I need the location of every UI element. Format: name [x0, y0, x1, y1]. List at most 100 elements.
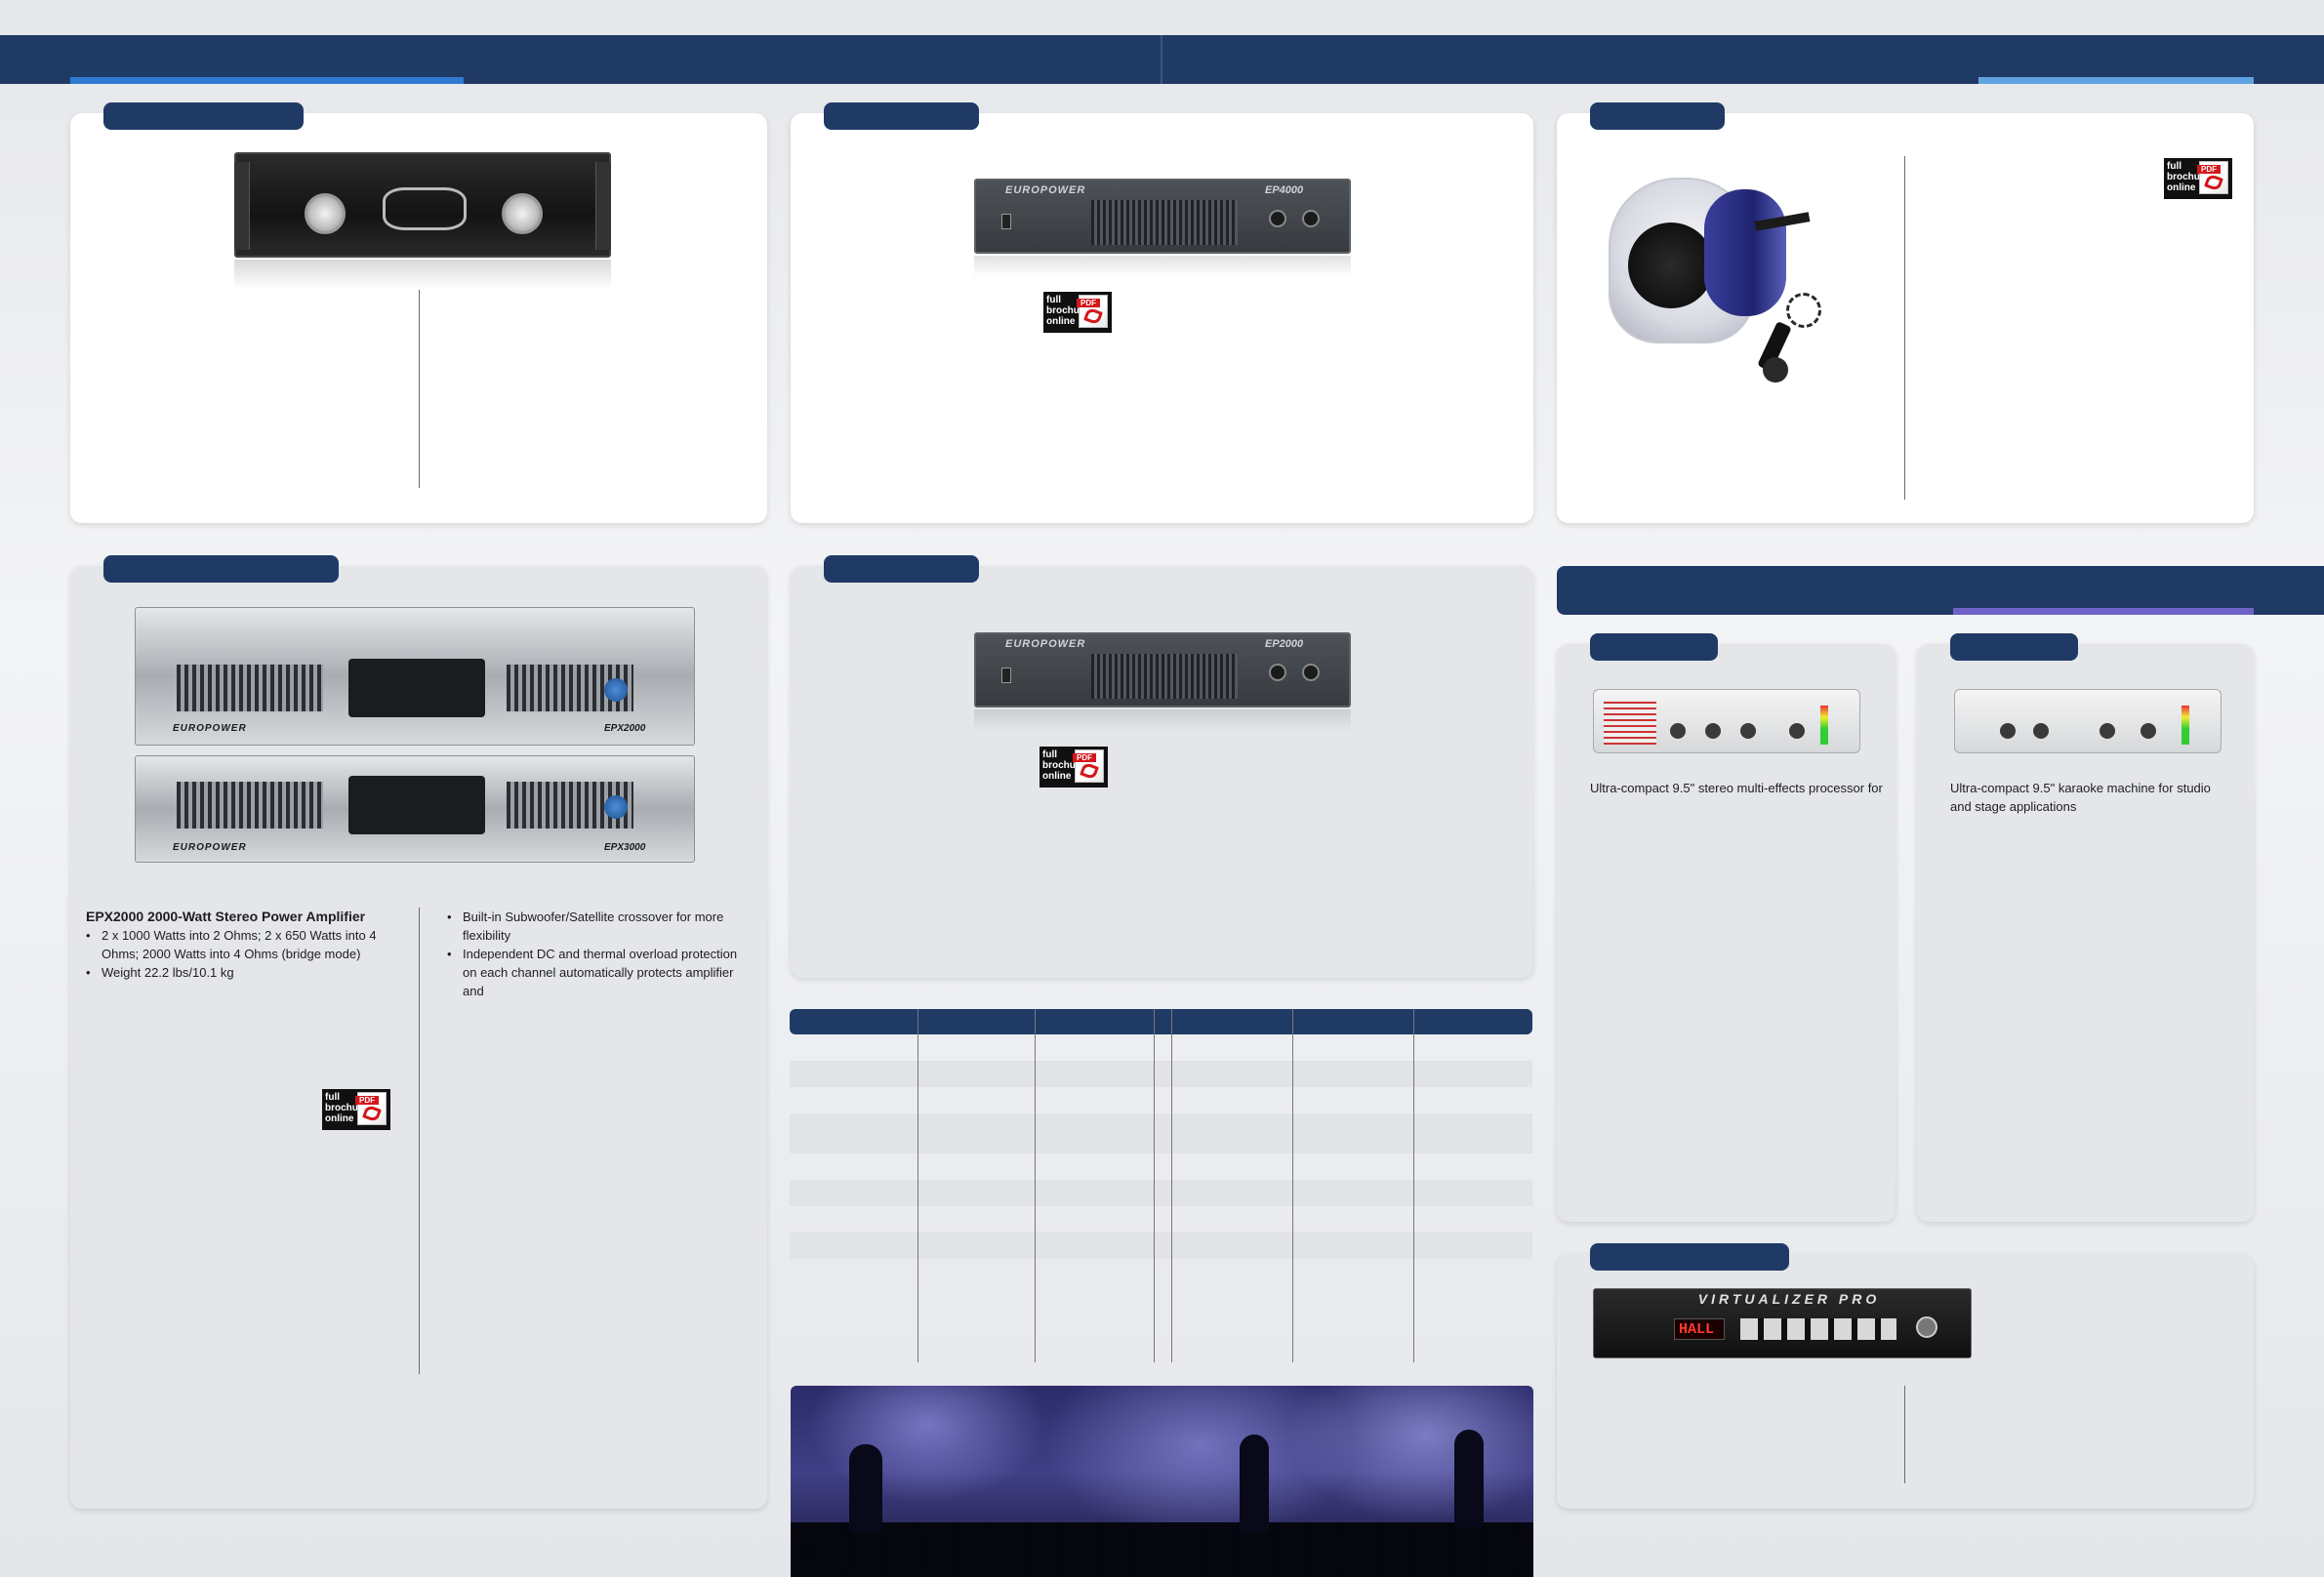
ep2000-amplifier-image: EUROPOWER EP2000: [974, 632, 1351, 708]
ep4000-model: EP4000: [1265, 184, 1304, 196]
ep2000-reflection: [974, 709, 1351, 731]
panel-tab: [103, 555, 339, 583]
column-divider: [419, 290, 420, 488]
handheld-microphone-icon: [1747, 293, 1825, 383]
karaoke-machine-image: [1954, 689, 2222, 753]
epx2000-amplifier-image: EUROPOWER EPX2000: [135, 607, 695, 746]
panel-tab: [1590, 102, 1725, 130]
ep2000-knob-right: [1302, 664, 1320, 681]
fx-caption: Ultra-compact 9.5" stereo multi-effects …: [1590, 781, 1883, 795]
virtualizer-title: VIRTUALIZER PRO: [1697, 1291, 1881, 1307]
header-accent-left: [70, 77, 464, 84]
amp-reflection: [234, 260, 611, 289]
fx-led-meter: [1820, 706, 1828, 745]
panel-tab: [103, 102, 304, 130]
table-column-line: [917, 1009, 918, 1362]
portable-pa-speaker-image: [1609, 168, 1814, 344]
table-column-line: [1413, 1009, 1414, 1362]
ep4000-power-switch: [1001, 214, 1011, 229]
epx-brand: EUROPOWER: [173, 842, 247, 853]
karaoke-led-meter: [2181, 706, 2189, 745]
ep2000-grille: [1091, 654, 1238, 699]
virtualizer-pro-image: VIRTUALIZER PRO HALL: [1593, 1288, 1972, 1358]
crowd-silhouette: [791, 1522, 1533, 1577]
ep4000-knob-left: [1269, 210, 1286, 227]
column-divider: [1904, 1386, 1905, 1483]
pdf-icon: PDF: [1073, 749, 1104, 783]
column-divider: [1904, 156, 1905, 500]
concert-photo: [791, 1386, 1533, 1577]
panel-tab: [824, 102, 979, 130]
ep4000-reflection: [974, 256, 1351, 277]
fx-list-panel: [1604, 702, 1656, 745]
epx-spec-right: Built-in Subwoofer/Satellite crossover f…: [447, 908, 740, 998]
amp-rack-ear-left: [234, 162, 250, 250]
karaoke-caption: Ultra-compact 9.5" karaoke machine for s…: [1950, 781, 2211, 814]
fx-knob: [1670, 723, 1686, 739]
spec-bullet: Independent DC and thermal overload prot…: [447, 945, 740, 1000]
panel-tab: [1590, 1243, 1789, 1271]
ep4000-grille: [1091, 200, 1238, 245]
epx-vent-left: [177, 665, 323, 711]
amp-meter-left: [305, 193, 346, 234]
table-row-stripe: [790, 1061, 1532, 1087]
speaker-side-band: [1704, 189, 1786, 316]
pdf-icon: PDF: [1077, 295, 1108, 328]
performer-silhouette: [1240, 1435, 1269, 1532]
ep2000-power-switch: [1001, 667, 1011, 683]
amp-center-window: [383, 187, 467, 230]
epx-power-button: [604, 795, 628, 819]
fx-knob: [1705, 723, 1721, 739]
epx-spec-left: EPX2000 2000-Watt Stereo Power Amplifier…: [86, 908, 404, 982]
ep4000-brand: EUROPOWER: [1005, 184, 1086, 196]
panel-ep2000: [791, 566, 1533, 978]
epx-control-panel: [348, 776, 485, 834]
epx-control-panel: [348, 659, 485, 717]
pdf-icon: PDF: [2197, 161, 2228, 194]
fx-processor-image: [1593, 689, 1860, 753]
ep2000-knob-left: [1269, 664, 1286, 681]
speaker-driver: [1628, 222, 1714, 308]
table-row-stripe: [790, 1180, 1532, 1206]
performer-silhouette: [1454, 1430, 1484, 1527]
header-divider: [1161, 35, 1162, 84]
spec-bullet: Weight 22.2 lbs/10.1 kg: [86, 963, 404, 982]
ep4000-amplifier-image: EUROPOWER EP4000: [974, 179, 1351, 254]
table-column-line: [1292, 1009, 1293, 1362]
epx-brand: EUROPOWER: [173, 723, 247, 734]
panel-tab: [824, 555, 979, 583]
table-column-line: [1154, 1009, 1155, 1362]
virtualizer-display: HALL: [1674, 1318, 1725, 1340]
amp-meter-right: [502, 193, 543, 234]
performer-silhouette: [849, 1444, 882, 1532]
panel-ep4000: [791, 113, 1533, 523]
comparison-table-header: [790, 1009, 1532, 1034]
fx-knob: [1740, 723, 1756, 739]
epx-vent-left: [177, 782, 323, 829]
header-accent-right: [1978, 77, 2254, 84]
karaoke-knob: [2141, 723, 2156, 739]
spec-bullet: Built-in Subwoofer/Satellite crossover f…: [447, 908, 740, 945]
panel-tab: [1950, 633, 2078, 661]
karaoke-knob: [2033, 723, 2049, 739]
ep4000-knob-right: [1302, 210, 1320, 227]
column-divider: [419, 908, 420, 1374]
epx-model-bottom: EPX3000: [604, 842, 646, 853]
table-column-line: [1035, 1009, 1036, 1362]
table-column-line: [1171, 1009, 1172, 1362]
section-header-accent: [1953, 608, 2254, 615]
ep2000-model: EP2000: [1265, 638, 1304, 650]
epx-title: EPX2000 2000-Watt Stereo Power Amplifier: [86, 909, 366, 924]
karaoke-knob: [2000, 723, 2016, 739]
virtualizer-buttons: [1740, 1318, 1896, 1340]
karaoke-knob: [2100, 723, 2115, 739]
epx-model-top: EPX2000: [604, 723, 646, 734]
pdf-icon: PDF: [355, 1092, 387, 1125]
virtualizer-display-text: HALL: [1679, 1321, 1715, 1338]
section-header-bar: [1557, 566, 2324, 615]
virtualizer-knob: [1916, 1316, 1937, 1338]
